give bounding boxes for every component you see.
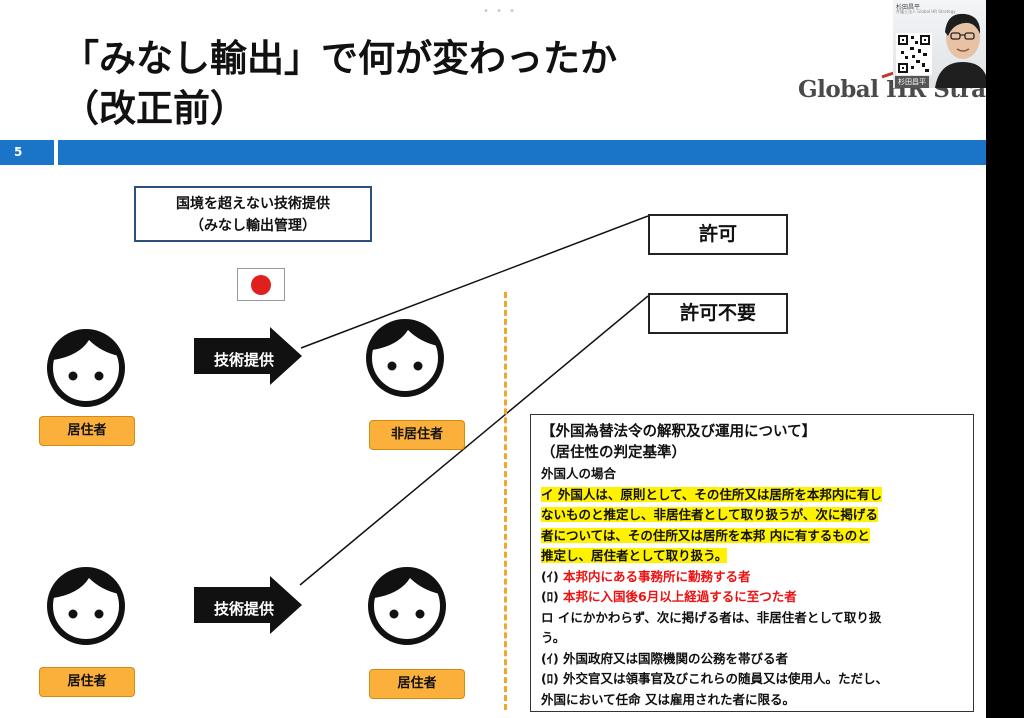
participant-person-icon [935,13,986,88]
regulation-paragraph-ro: う。 [541,630,566,645]
resident-label: 居住者 [369,669,465,699]
person-face-icon [47,329,125,407]
regulation-textbox: 【外国為替法令の解釈及び運用について】 （居住性の判定基準） 外国人の場合 イ … [530,414,974,712]
arrow-right-icon [194,327,302,385]
regulation-subheading: （居住性の判定基準） [541,445,686,461]
regulation-paragraph-i: 者については、その住所又は居所を本邦 内に有するものと [541,527,870,543]
slide-title-line2: （改正前） [62,87,247,130]
slide-title: 「みなし輸出」で何が変わったか [62,37,617,80]
deemed-export-title: 国境を超えない技術提供 [176,196,330,212]
resident-label: 居住者 [39,667,135,697]
video-caption-detail: 弁護士法人 Global HR Strategy [896,9,956,14]
permit-required-box: 許可 [648,214,788,255]
arrow-right-icon [194,576,302,634]
person-face-icon [368,567,446,645]
participant-video[interactable]: 杉田昌平 弁護士法人 Global HR Strategy 杉田昌平 [893,0,986,88]
japan-flag-icon [237,268,285,301]
tech-transfer-label: 技術提供 [213,600,274,618]
regulation-item: (ｲ) 本邦内にある事務所に勤務する者 [541,568,751,584]
qr-code-icon [896,33,932,75]
regulation-paragraph-ro: ロ イにかかわらず、次に掲げる者は、非居住者として取り扱 [541,609,882,625]
non-resident-label: 非居住者 [369,420,465,450]
tech-transfer-label: 技術提供 [213,351,274,369]
regulation-item: (ﾛ) 外交官又は領事官及びこれらの随員又は使用人。ただし、 [541,671,889,686]
border-divider [504,292,507,710]
regulation-paragraph-i: イ 外国人は、原則として、その住所又は居所を本邦内に有し [541,486,882,502]
regulation-paragraph-i: ないものと推定し、非居住者として取り扱うが、次に掲げる [541,507,878,522]
permit-not-required-box: 許可不要 [648,293,788,334]
video-caption-name: 杉田昌平 [896,4,921,11]
slide-number: 5 [0,140,54,165]
participant-name-tag: 杉田昌平 [895,76,929,88]
deemed-export-subtitle: （みなし輸出管理） [190,218,316,234]
resident-label: 居住者 [39,416,135,446]
slide-header-bar [58,140,986,165]
window-drag-dots[interactable]: • • • [483,6,518,17]
person-face-icon [47,567,125,645]
regulation-item: (ｲ) 外国政府又は国際機関の公務を帯びる者 [541,650,789,666]
deemed-export-box: 国境を超えない技術提供 （みなし輸出管理） [134,186,372,242]
regulation-item-continued: 外国において任命 又は雇用された者に限る。 [541,691,795,707]
regulation-heading: 【外国為替法令の解釈及び運用について】 [541,424,817,440]
person-face-icon [366,319,444,397]
regulation-section-label: 外国人の場合 [541,466,617,481]
regulation-item: (ﾛ) 本邦に入国後6月以上経過するに至つた者 [541,589,797,604]
regulation-paragraph-i: 推定し、居住者として取り扱う。 [541,548,728,563]
viewer-side-panel [986,0,1024,718]
